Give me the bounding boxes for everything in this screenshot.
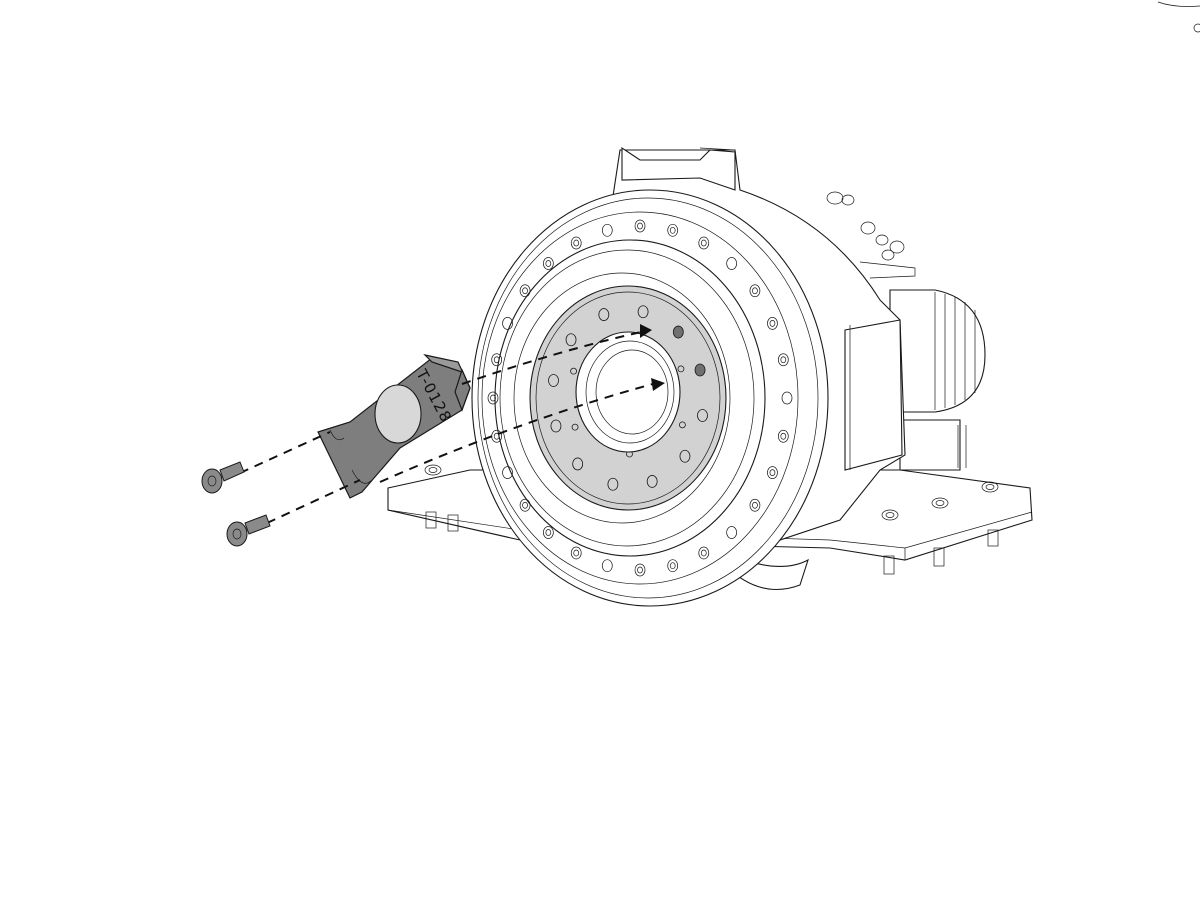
servo-motor [889,289,986,471]
flange-bolt [698,236,710,250]
tool-bracket: T-0128 [317,353,471,499]
flange-bolt [542,526,554,539]
flange-bolt [767,466,778,479]
flange-bolt [781,391,793,405]
flange-bolt [491,353,503,367]
faceplate-small-hole [677,365,685,373]
flange-bolt [601,223,613,237]
flange-bolt [601,559,613,573]
faceplate-small-hole [571,423,579,431]
bracket-hole [374,384,422,444]
flange-bolt [519,284,531,298]
faceplate-hole [672,325,684,339]
faceplate-hole [572,457,584,471]
flange-bolt [634,219,646,233]
faceplate-hole [548,374,559,387]
flange-bolt-circle [487,219,793,577]
flange-bolt [726,257,738,270]
cap-screw-lower [226,514,271,547]
faceplate-small-hole [570,367,577,375]
flange-bolt [570,546,582,560]
flange-bolt [519,498,531,512]
flange-bolt [502,466,513,479]
faceplate-hole [697,409,708,422]
flange-bolt [698,546,710,560]
flange-bolt [726,526,738,539]
arrow-head-lower [651,378,665,391]
flange-bolt [667,559,679,573]
faceplate-hole [679,449,691,463]
faceplate-hole [598,308,610,321]
flange-bolt [667,223,679,237]
flange-bolt [777,429,789,443]
faceplate-hole [637,305,649,319]
faceplate-hole [607,477,619,491]
flange-bolt [502,317,513,330]
flange-bolt [487,391,499,405]
flange-bolt [542,257,554,270]
faceplate-hole [646,475,658,488]
assembly-lines [239,329,661,524]
flange-bolt [570,236,582,250]
flange-bolt [777,353,789,367]
flange-bolt [749,284,761,298]
flange-bolt [767,317,778,330]
flange-bolt [634,563,646,577]
arrow-head-upper [640,324,652,338]
faceplate-small-hole [679,421,686,429]
flange-bolt [749,498,761,512]
faceplate-hole [550,419,562,433]
corner-fragment [1157,1,1200,33]
faceplate-hole [565,333,577,347]
pneumatic-fittings [826,191,916,279]
direction-arrows [640,324,665,391]
faceplate-hole-pattern [548,305,708,491]
cap-screw-upper [201,461,245,494]
faceplate-hole [694,363,706,377]
